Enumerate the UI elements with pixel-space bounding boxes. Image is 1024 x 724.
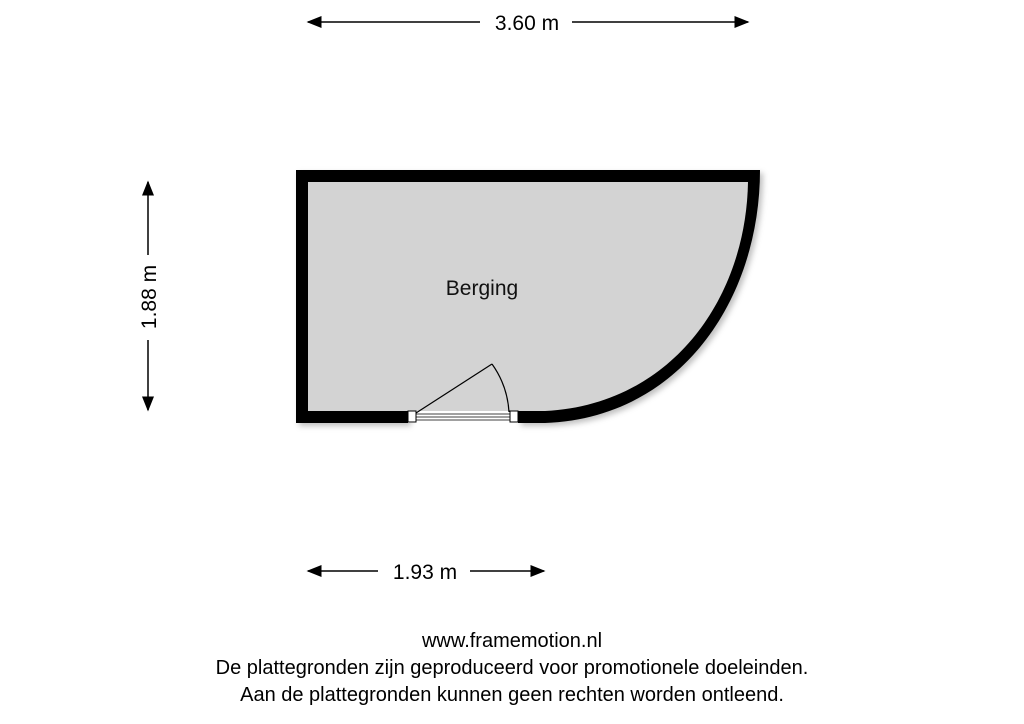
door [407,363,519,423]
dimension-total-width: 3.60 m [306,12,750,35]
room-floor [308,182,748,411]
dimension-partial-width: 1.93 m [306,561,546,584]
dimension-height: 1.88 m [138,180,161,412]
dimension-label: 1.88 m [138,265,161,329]
footer-website: www.framemotion.nl [421,630,603,652]
door-swing-arc [491,363,510,413]
dimension-label: 1.93 m [393,561,457,584]
room-label: Berging [446,277,518,300]
dimension-label: 3.60 m [495,12,559,35]
door-leaf [415,363,493,414]
footer-disclaimer-1: De plattegronden zijn geproduceerd voor … [215,657,809,679]
footer-disclaimer-2: Aan de plattegronden kunnen geen rechten… [240,684,784,706]
